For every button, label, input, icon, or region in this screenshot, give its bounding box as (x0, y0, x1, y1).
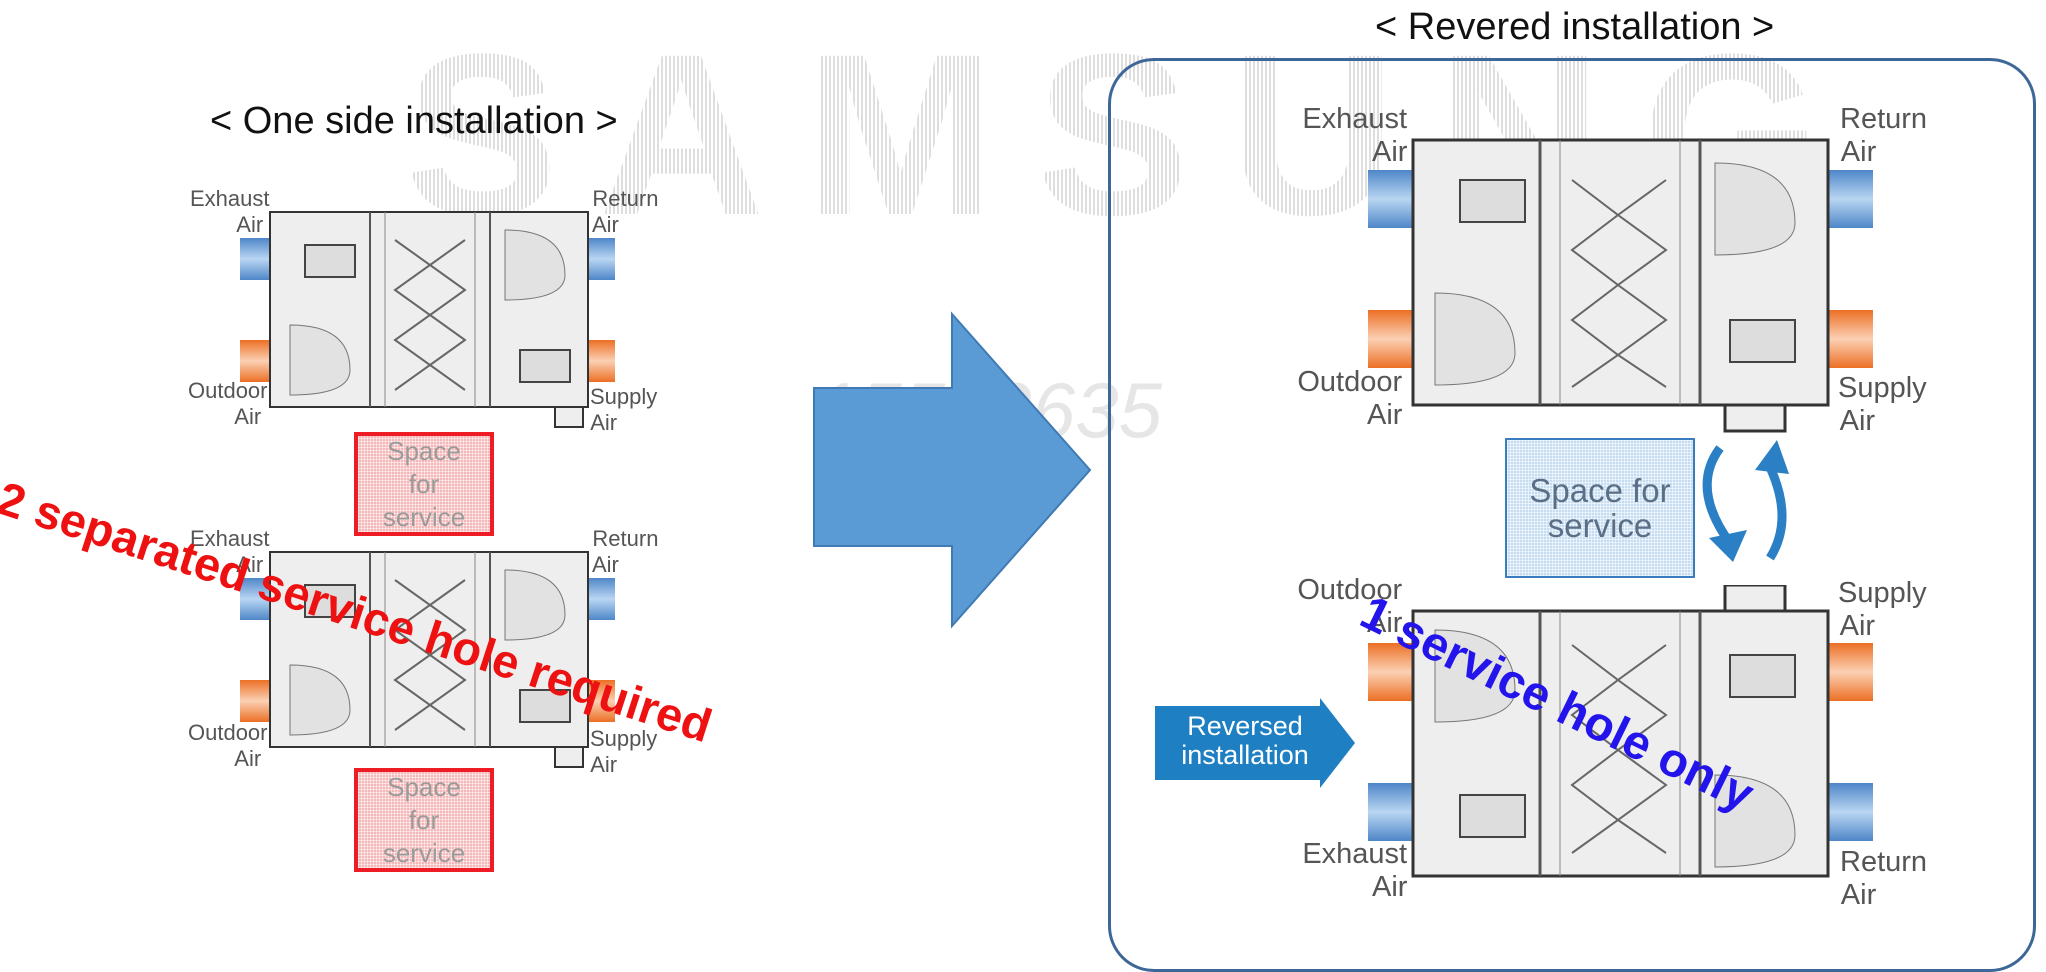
hrv-unit-left-bottom (240, 551, 615, 768)
hrv-unit-left-top (240, 211, 615, 428)
rotate-arrows-icon (1702, 440, 1789, 562)
hrv-unit-right-top (1368, 138, 1873, 433)
hrv-unit-right-bottom (1368, 585, 1873, 878)
reversed-installation-frame (1108, 58, 2036, 972)
right-arrow-icon (813, 311, 1092, 629)
left-heading: < One side installation > (210, 100, 618, 142)
right-heading: < Revered installation > (1375, 6, 1775, 48)
reversed-installation-arrow-icon (1155, 698, 1355, 788)
